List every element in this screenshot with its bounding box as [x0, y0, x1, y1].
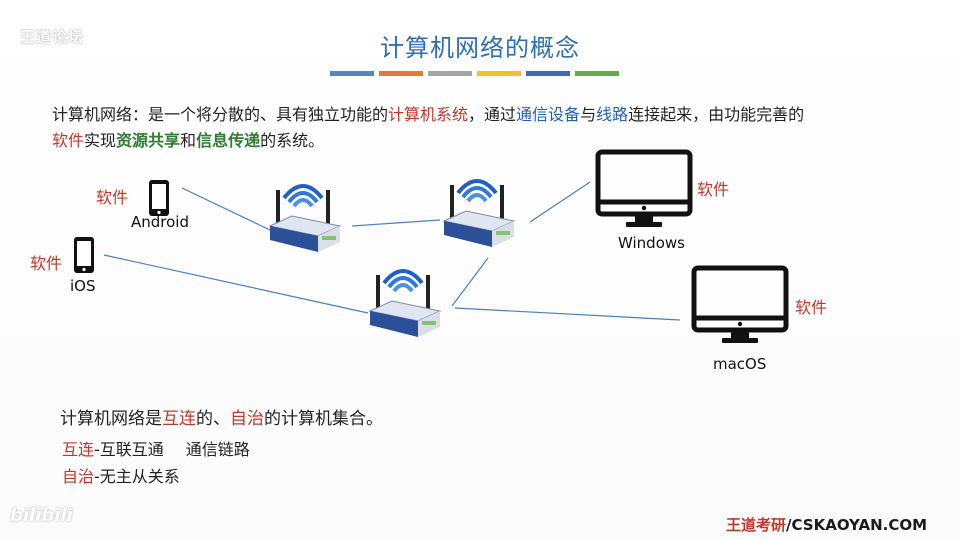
term-software: 软件: [52, 131, 85, 150]
connection-links: [103, 181, 681, 321]
ios-phone-icon: [74, 237, 94, 273]
link-router2-windows: [529, 181, 591, 223]
windows-label: Windows: [618, 234, 685, 252]
color-bar-5: [526, 71, 570, 76]
term-comm-device: 通信设备: [516, 105, 581, 124]
term-computer-system: 计算机系统: [388, 105, 469, 124]
macos-label: macOS: [713, 355, 767, 373]
color-bar-6: [575, 71, 619, 76]
watermark-bilibili: bilibili: [10, 505, 73, 526]
link-ios-router3: [103, 254, 369, 314]
footer-brand: 王道考研/CSKAOYAN.COM: [726, 516, 928, 534]
windows-monitor-icon: [598, 152, 690, 227]
software-label-windows: 软件: [697, 180, 730, 199]
title-color-bars: [330, 71, 624, 77]
summary-term-autonomy: 自治: [230, 409, 264, 429]
summary-term-interconnect: 互连: [162, 409, 196, 429]
android-label: Android: [131, 213, 189, 231]
software-label-macos: 软件: [795, 298, 828, 317]
color-bar-4: [477, 71, 521, 76]
autonomy-line: 自治-无主从关系: [62, 467, 180, 486]
router-1: [268, 184, 342, 254]
color-bar-3: [428, 71, 472, 76]
android-phone-icon: [149, 180, 169, 216]
macos-monitor-icon: [694, 268, 786, 343]
link-router1-router2: [351, 219, 441, 227]
term-line: 线路: [596, 105, 629, 124]
autonomy-term: 自治: [62, 467, 95, 486]
router-2: [442, 179, 516, 249]
software-label-android: 软件: [96, 188, 129, 207]
definition-paragraph: 计算机网络：是一个将分散的、具有独立功能的计算机系统，通过通信设备与线路连接起来…: [52, 105, 805, 150]
software-label-ios: 软件: [30, 254, 63, 273]
link-android-router1: [181, 187, 271, 231]
interconnect-term: 互连: [62, 440, 95, 459]
color-bar-2: [379, 71, 423, 76]
ios-label: iOS: [70, 277, 96, 295]
summary-line: 计算机网络是互连的、自治的计算机集合。: [60, 409, 383, 429]
term-resource-sharing: 资源共享: [116, 131, 181, 150]
page-title: 计算机网络的概念: [380, 34, 580, 62]
term-info-transfer: 信息传递: [196, 131, 261, 150]
interconnect-extra: 通信链路: [185, 440, 250, 459]
color-bar-1: [330, 71, 374, 76]
interconnect-line: 互连-互联互通通信链路: [62, 440, 250, 459]
link-router3-macos: [454, 307, 681, 321]
router-3: [368, 269, 442, 339]
link-router2-router3: [451, 257, 489, 307]
watermark-forum: 王道论坛: [20, 28, 85, 46]
